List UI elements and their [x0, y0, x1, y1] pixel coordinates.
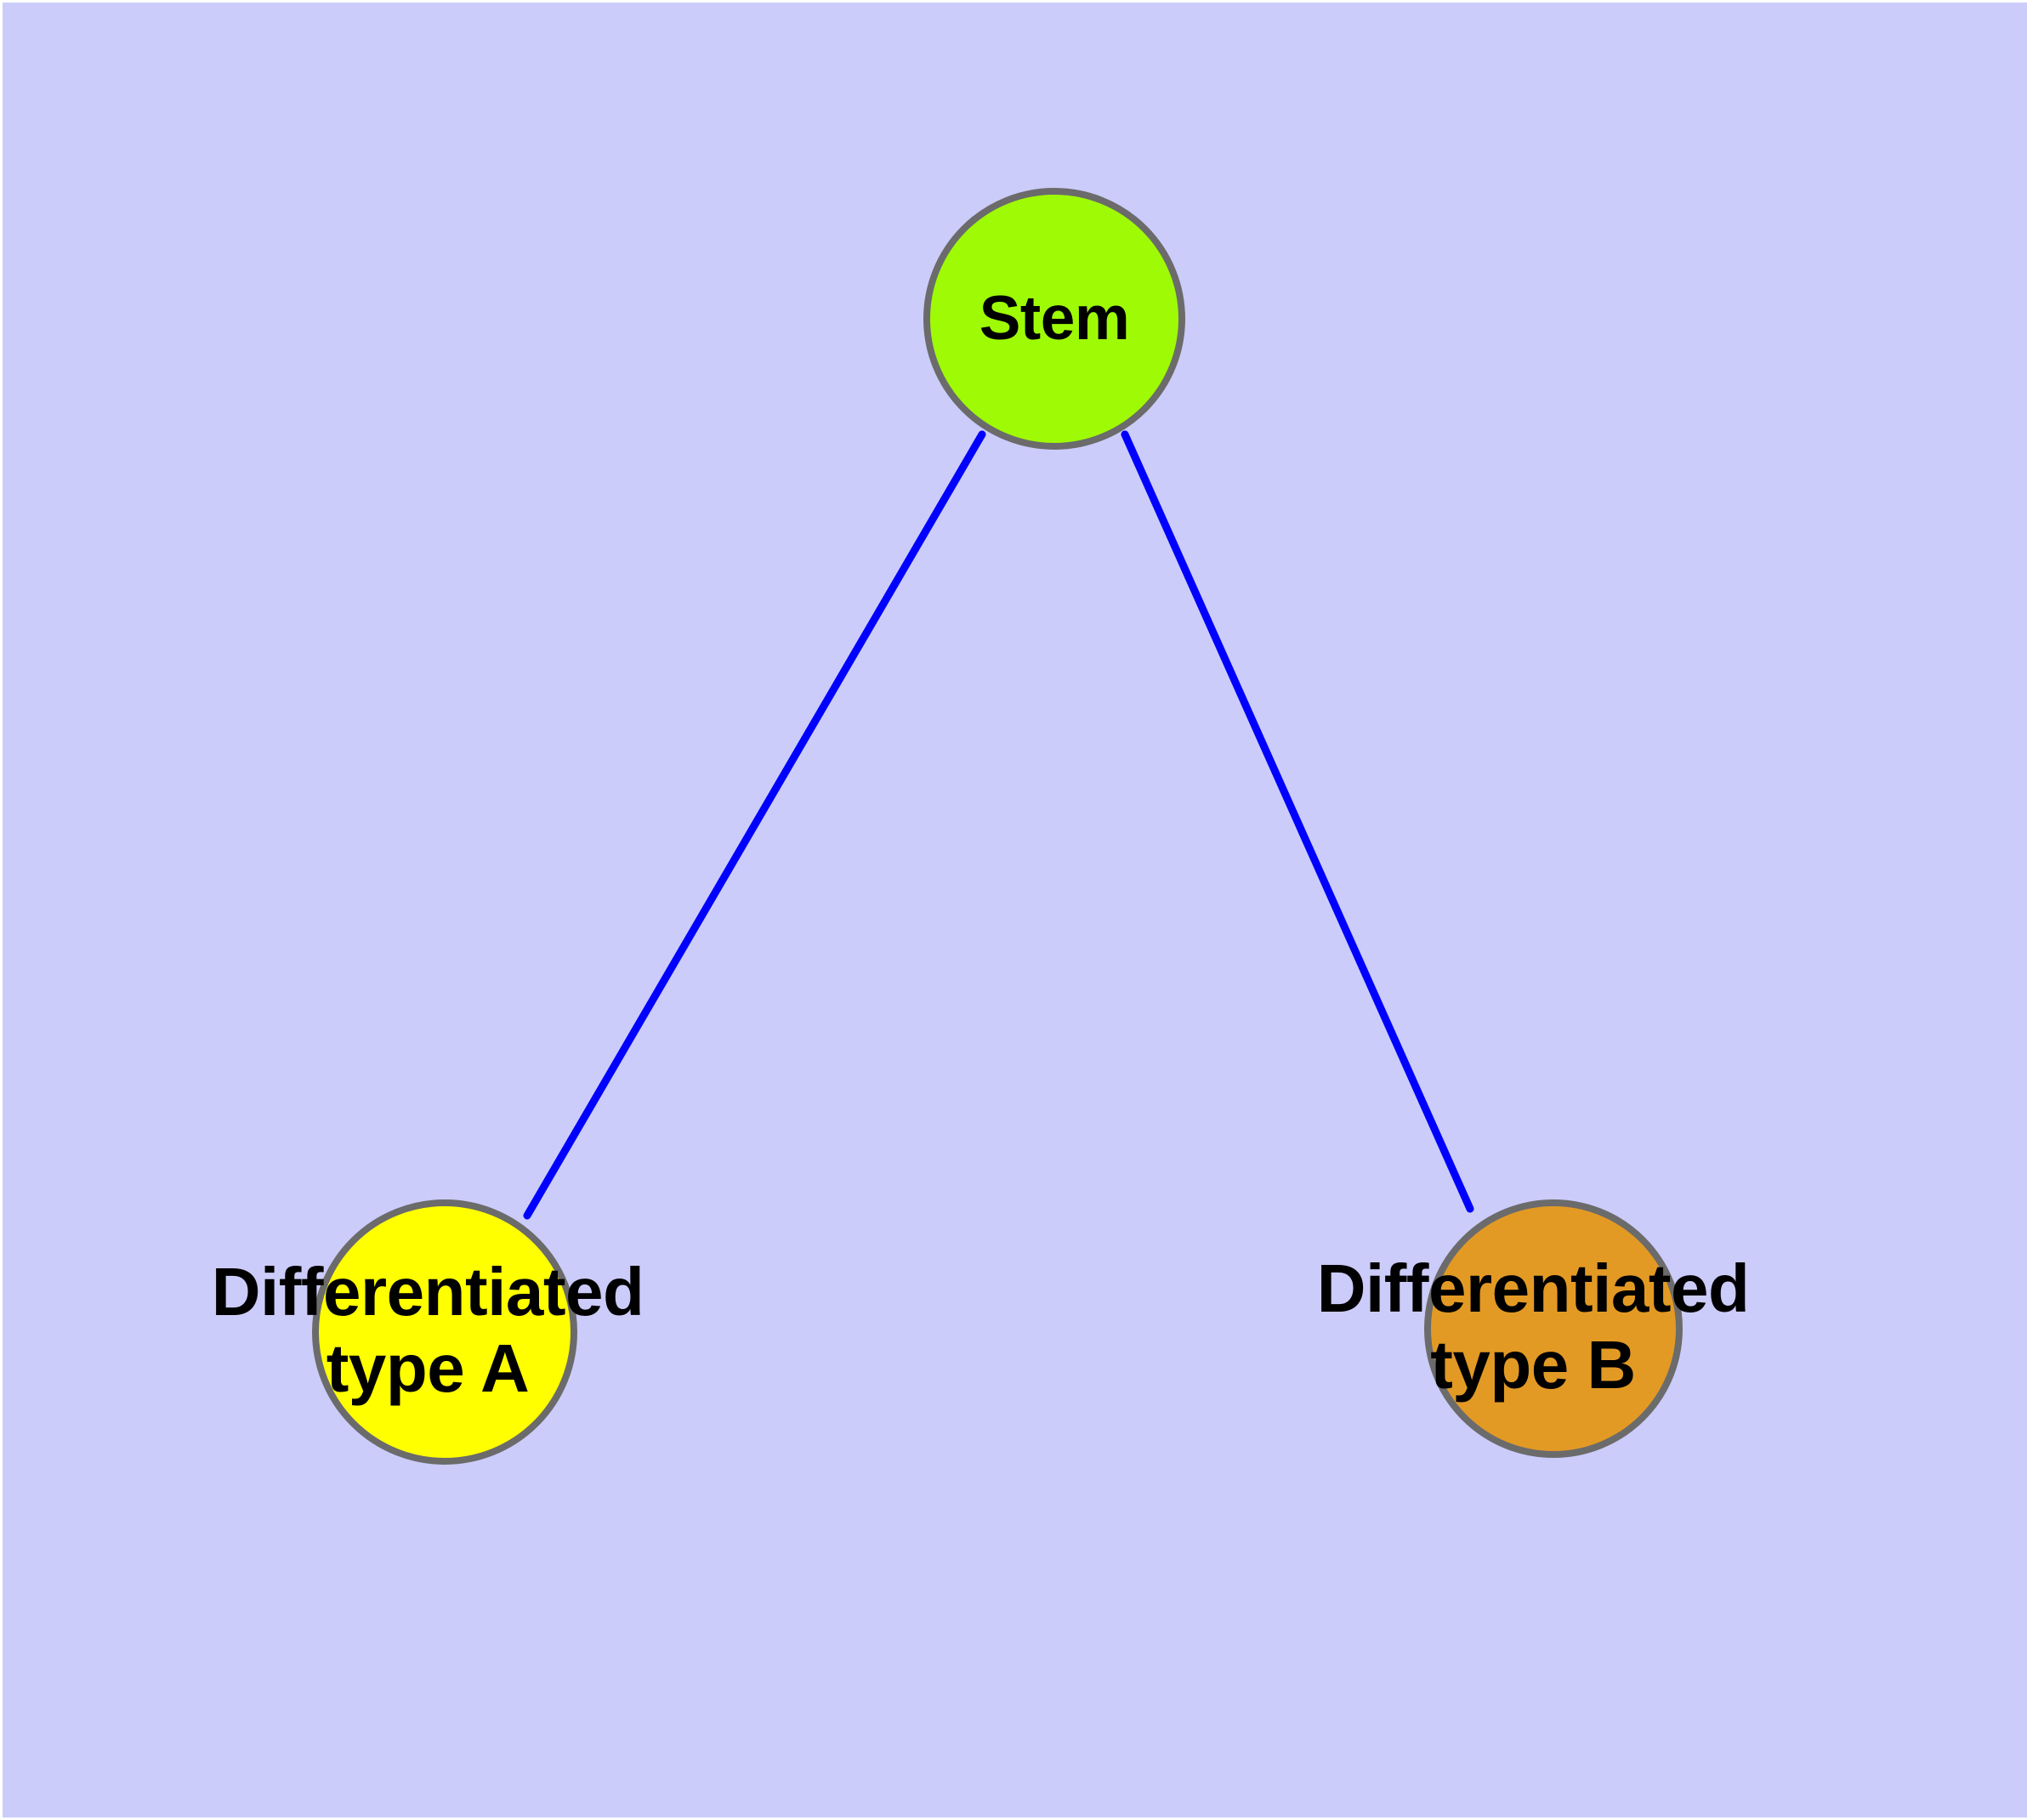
- edge-layer: [523, 430, 1474, 1220]
- node-layer: [312, 188, 1683, 1465]
- node-stem[interactable]: [923, 188, 1185, 450]
- node-differentiated-type-a[interactable]: [312, 1199, 577, 1465]
- edge-stem-to-diff-b[interactable]: [1121, 430, 1474, 1213]
- graph-svg: [312, 188, 1683, 1465]
- node-differentiated-type-b[interactable]: [1424, 1199, 1683, 1458]
- edge-stem-to-diff-a[interactable]: [523, 430, 986, 1220]
